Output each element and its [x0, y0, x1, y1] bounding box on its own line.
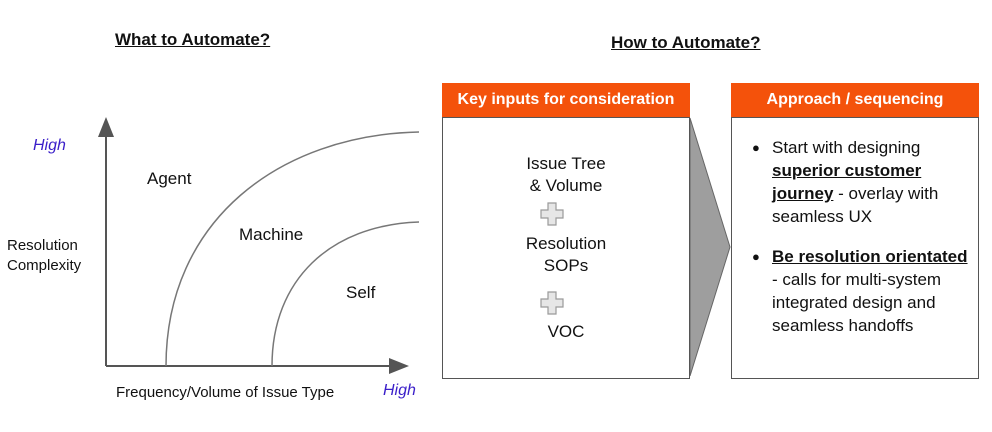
bullet2-emphasis: Be resolution orientated — [772, 247, 968, 266]
key-inputs-box: Issue Tree & Volume Resolution SOPs VOC — [442, 117, 690, 379]
input-resolution-sops-line1: Resolution — [525, 234, 607, 253]
input-issue-tree: Issue Tree & Volume — [443, 153, 689, 197]
region-machine-label: Machine — [239, 225, 304, 244]
approach-box: Start with designing superior customer j… — [731, 117, 979, 379]
approach-bullet-list: Start with designing superior customer j… — [746, 136, 968, 337]
approach-bullet-1: Start with designing superior customer j… — [746, 136, 968, 228]
input-resolution-sops: Resolution SOPs — [443, 233, 689, 277]
region-self-label: Self — [346, 283, 376, 302]
bullet2-post: - calls for multi-system integrated desi… — [772, 270, 942, 335]
plus-icon — [540, 291, 564, 315]
bullet1-emphasis: superior customer journey — [772, 161, 922, 203]
input-issue-tree-line1: Issue Tree — [526, 154, 606, 173]
y-axis-title-line2: Complexity — [7, 257, 82, 274]
y-axis-title: Resolution Complexity — [7, 236, 81, 276]
outer-curve — [165, 131, 420, 367]
region-agent-label: Agent — [147, 169, 192, 188]
what-to-automate-heading: What to Automate? — [115, 30, 271, 49]
y-axis-title-line1: Resolution — [7, 237, 78, 254]
inner-curve — [271, 221, 420, 367]
plus-icon — [540, 202, 564, 226]
input-resolution-sops-line2: SOPs — [543, 256, 589, 275]
bullet1-post: - overlay with seamless UX — [772, 184, 939, 226]
how-to-automate-heading: How to Automate? — [611, 33, 761, 52]
approach-header: Approach / sequencing — [731, 83, 979, 117]
y-axis-high-label: High — [33, 137, 66, 154]
input-voc: VOC — [547, 322, 585, 341]
key-inputs-header: Key inputs for consideration — [442, 83, 690, 117]
x-axis-title: Frequency/Volume of Issue Type — [116, 384, 335, 401]
x-axis-high-label: High — [383, 382, 416, 399]
chevron-arrow — [689, 117, 731, 377]
input-issue-tree-line2: & Volume — [529, 176, 603, 195]
bullet1-pre: Start with designing — [772, 138, 921, 157]
approach-bullet-2: Be resolution orientated - calls for mul… — [746, 245, 968, 337]
